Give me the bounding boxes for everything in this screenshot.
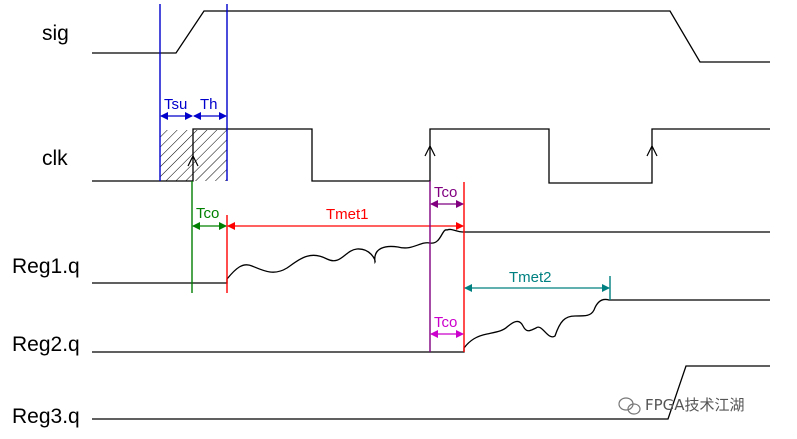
reg3-waveform <box>92 365 770 420</box>
tco-reg1-label: Tco <box>196 205 219 222</box>
signal-label-reg1: Reg1.q <box>12 255 80 278</box>
th-label: Th <box>200 96 218 113</box>
watermark-text: FPGA技术江湖 <box>645 396 745 414</box>
clk-edge-arrow-1 <box>187 154 199 167</box>
reg2-waveform <box>92 298 770 353</box>
sig-waveform <box>92 10 770 63</box>
signal-label-clk: clk <box>42 147 68 170</box>
clk-edge-arrow-2 <box>424 144 436 157</box>
reg1-waveform <box>92 228 770 284</box>
signal-label-sig: sig <box>42 22 69 45</box>
tco-clk2-label: Tco <box>434 184 457 201</box>
tmet2-label: Tmet2 <box>509 269 552 286</box>
signal-label-reg3: Reg3.q <box>12 405 80 428</box>
tco-reg2-label: Tco <box>434 314 457 331</box>
tsu-label: Tsu <box>164 96 187 113</box>
tmet1-label: Tmet1 <box>326 206 369 223</box>
clk-waveform <box>92 128 770 184</box>
signal-label-reg2: Reg2.q <box>12 333 80 356</box>
clk-edge-arrow-3 <box>646 144 658 157</box>
wechat-icon <box>618 397 641 415</box>
